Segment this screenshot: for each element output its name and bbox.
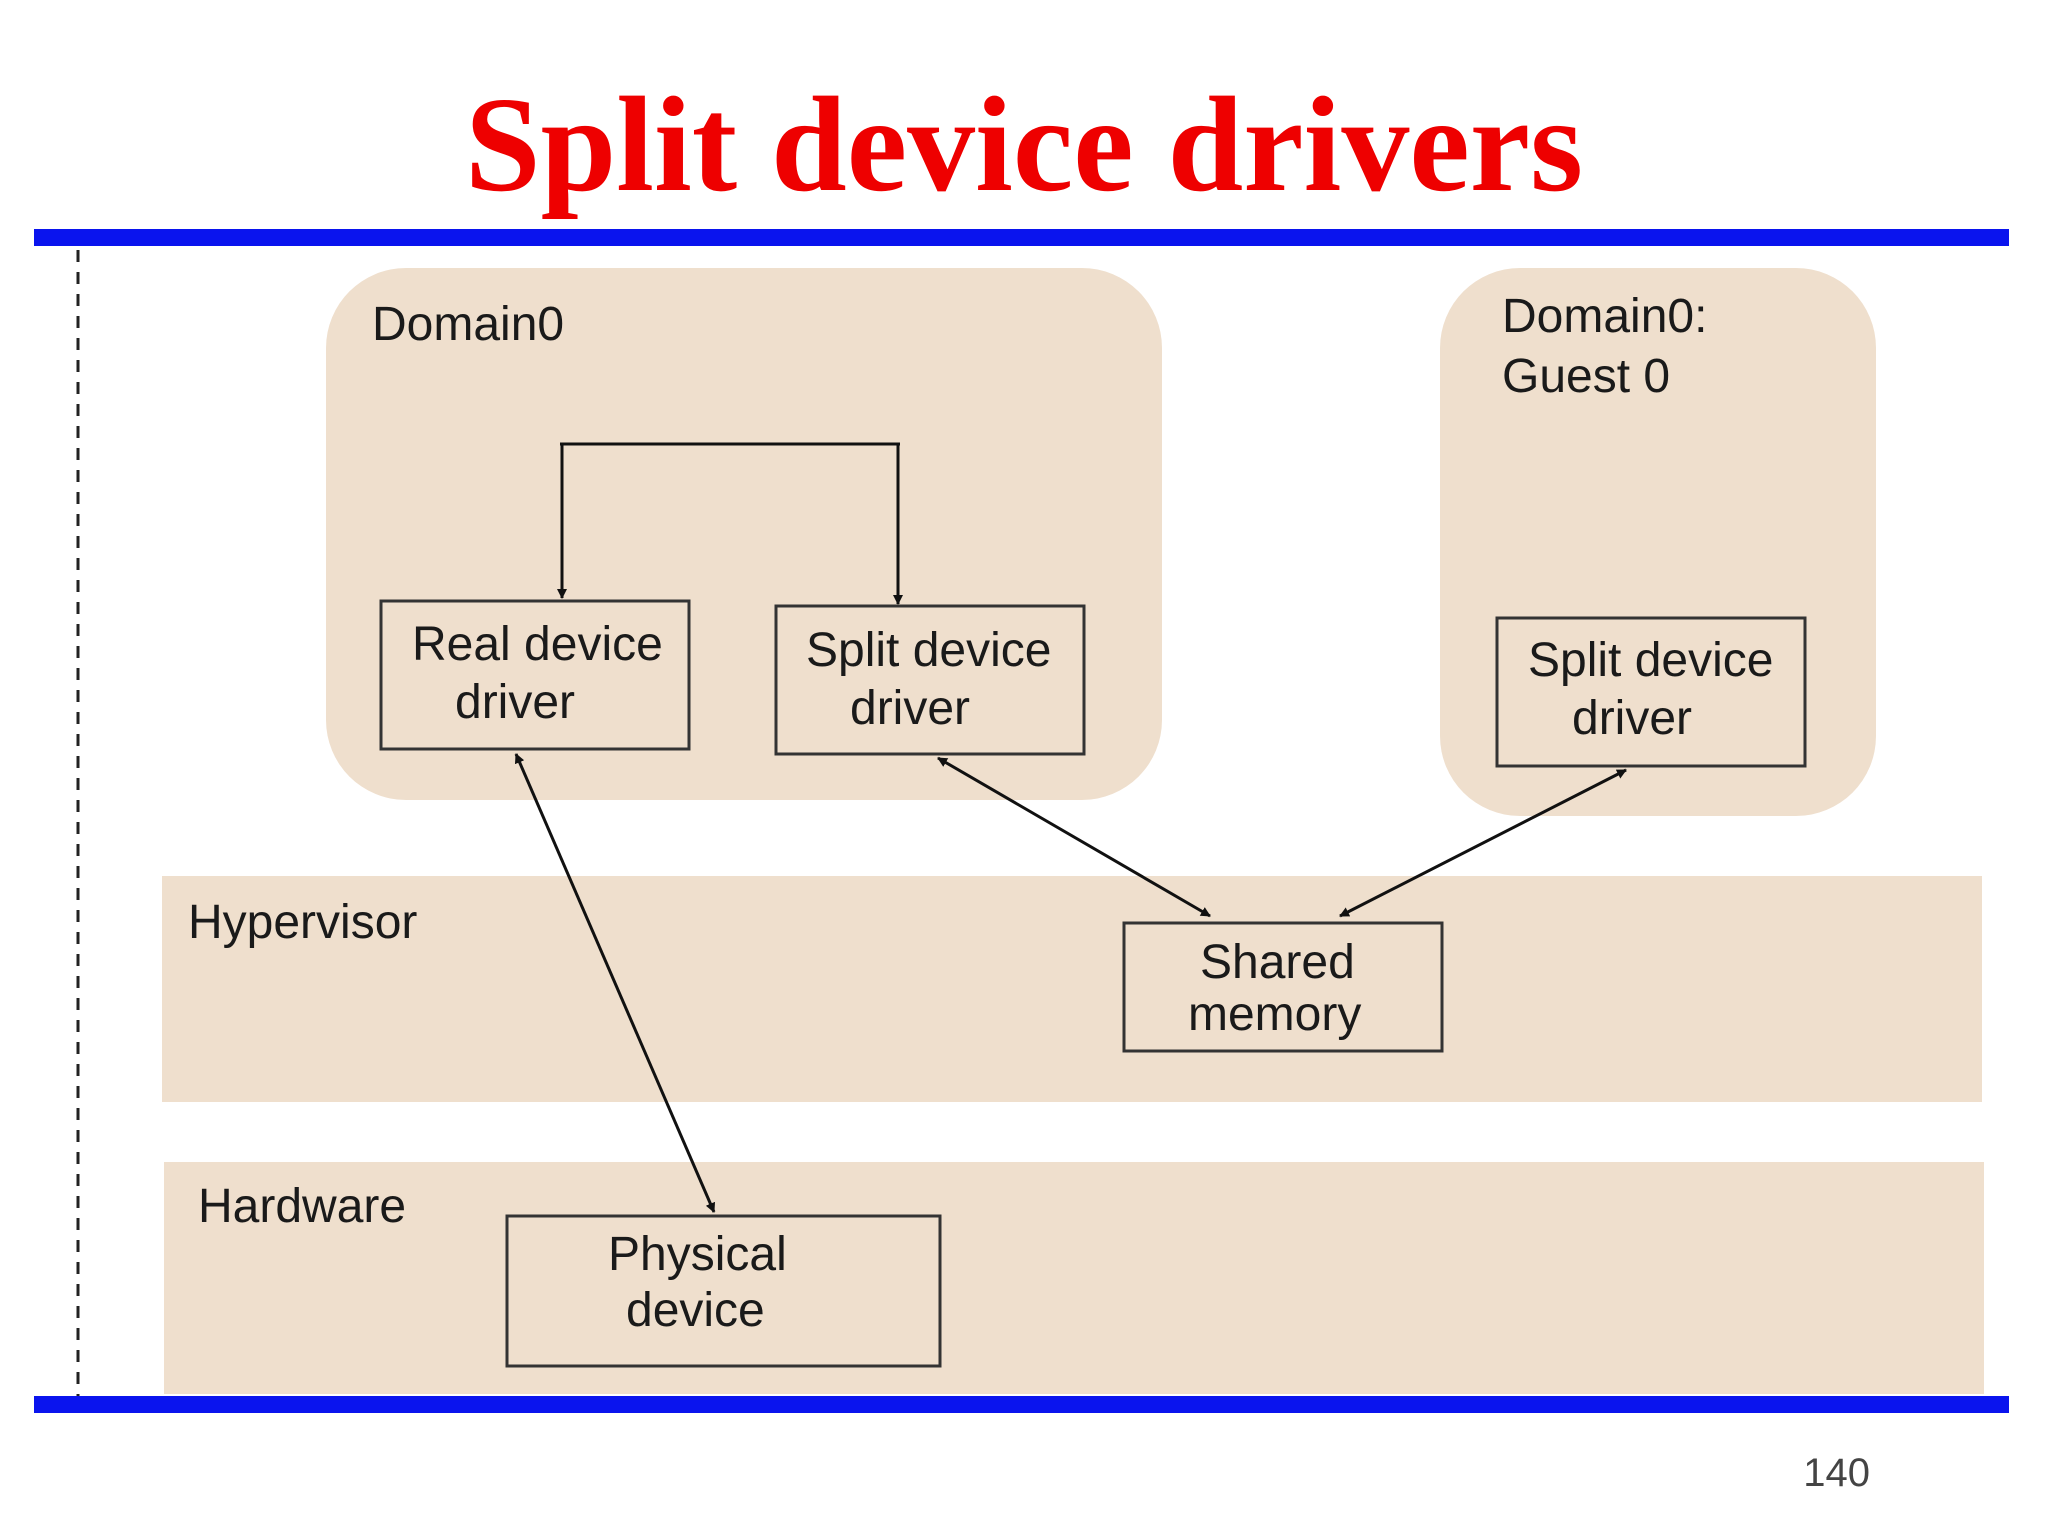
shared-memory-line1: Shared [1200,936,1355,989]
hypervisor-region [162,876,1982,1102]
real-device-driver-line1: Real device [412,618,663,671]
hardware-label: Hardware [198,1180,406,1233]
physical-device-box [505,1214,942,1368]
arrow-split-driver-guest-shared-memory [1339,768,1627,918]
physical-device-line1: Physical [608,1228,787,1281]
domain0-label: Domain0 [372,298,564,351]
guest-label-line2: Guest 0 [1502,350,1670,403]
arrow-real-driver-physical-device [514,753,716,1213]
top-rule [34,229,2009,246]
split-device-driver-guest-line2: driver [1572,692,1692,745]
bottom-rule [34,1396,2009,1413]
split-device-driver-dom0-line2: driver [850,682,970,735]
slide-title: Split device drivers [464,70,1584,220]
real-device-driver-line2: driver [455,676,575,729]
shared-memory-line2: memory [1188,988,1361,1041]
domain0-region [326,268,1162,800]
guest-region [1440,268,1876,816]
page-number: 140 [1803,1451,1870,1495]
guest-label-line1: Domain0: [1502,290,1707,343]
split-device-driver-guest-line1: Split device [1528,634,1773,687]
hypervisor-label: Hypervisor [188,896,417,949]
shared-memory-box [1122,921,1444,1053]
split-device-driver-dom0-line1: Split device [806,624,1051,677]
split-device-driver-guest-box [1495,616,1807,768]
hardware-region [164,1162,1984,1394]
real-device-driver-box [379,599,691,751]
arrow-split-driver-dom0-shared-memory [937,756,1211,918]
physical-device-line2: device [626,1284,765,1337]
split-device-driver-dom0-box [774,604,1086,756]
